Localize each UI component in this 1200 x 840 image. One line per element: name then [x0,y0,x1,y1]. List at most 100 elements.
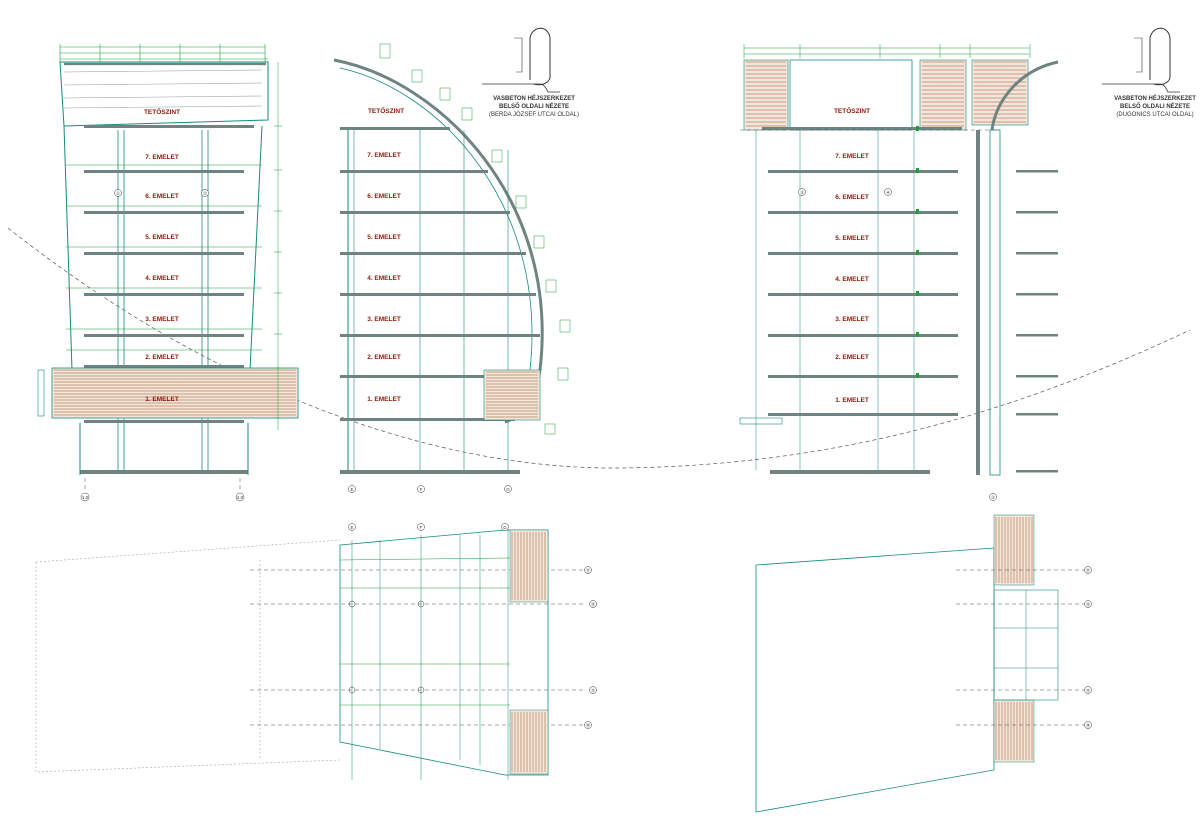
grid-bubble-label: F [420,487,423,492]
grid-bubble [348,485,356,493]
key-diagram-left: VASBETON HÉJSZERKEZET BELSŐ OLDALI NÉZET… [482,27,579,118]
grid-bubble [584,566,592,574]
grid-bubble-label: ⑪ [586,567,591,574]
key-shell-profile [529,27,551,86]
grid-bubble [1084,600,1092,608]
plan-right-axis-lines [956,569,1085,726]
key-title-line1: VASBETON HÉJSZERKEZET [493,94,575,102]
grid-bubble-label: ⑭ [586,722,591,729]
floor-slabs [80,170,248,474]
grid-bubble-label: E [350,487,353,492]
grid-bubble-label: ⑫ [591,601,596,608]
roof-box [789,59,913,131]
grid-bubble [884,188,892,196]
first-floor-hatch-middle [486,371,538,418]
floor-label-1: 1. EMELET [145,396,179,403]
floor-label-2: 2. EMELET [835,354,869,361]
elevation-right: TETŐSZINT 7. EMELET 6. EMELET 5. EMELET … [739,44,1059,501]
plan-right-hatch-lines [995,517,1033,760]
grid-bubble-label: F [420,525,423,530]
grid-bubble [589,686,597,694]
vertical-core [989,129,1001,476]
core-floor-ticks [1016,170,1058,473]
grid-bubble [589,600,597,608]
grid-bubble [235,492,245,502]
roof-hatch-lines [746,61,1026,127]
grid-bubble [348,523,356,531]
floor-label-5: 5. EMELET [835,235,869,242]
level-lines [66,164,262,351]
grid-bubble-label: ③ [800,190,805,195]
key-title-line2: BELSŐ OLDALI NÉZETE [499,102,569,110]
floor-label-roof: TETŐSZINT [368,106,404,115]
grid-bubble [80,492,90,502]
roof-shell-outline [59,61,269,127]
grid-bubble [1084,566,1092,574]
grid-bubble [504,485,512,493]
floor-label-6: 6. EMELET [835,194,869,201]
key-title-line3: (BERDA JÓZSEF UTCAI OLDAL) [489,111,579,118]
plan-grid-lines [351,530,509,780]
grid-bubble-label: ⑬ [591,687,596,694]
grid-bubble-label: 2,0 [237,495,244,500]
floor-label-7: 7. EMELET [367,152,401,159]
floor-label-6: 6. EMELET [367,193,401,200]
grid-bubble [1084,686,1092,694]
section-cut-line [7,227,1191,469]
grid-bubble [1084,721,1092,729]
floor-label-7: 7. EMELET [145,154,179,161]
grid-bubble-label: ⑬ [1086,687,1091,694]
plan-middle: E F G ⑪ ⑫ ⑬ ⑭ [35,523,597,780]
floor-label-1: 1. EMELET [835,397,869,404]
key-shell-profile [1149,27,1171,86]
grid-bubble [501,523,509,531]
grid-bubble [417,523,425,531]
floor-label-3: 3. EMELET [367,316,401,323]
roof-hatch-mid [919,59,967,131]
grid-bubble-label: G [506,487,510,492]
floor-label-5: 5. EMELET [367,234,401,241]
floor-label-roof: TETŐSZINT [834,106,870,115]
first-floor-cladding-band [51,367,299,419]
curved-shell-inner [339,67,533,419]
elevation-middle: TETŐSZINT 7. EMELET 6. EMELET 5. EMELET … [333,43,571,493]
floor-label-7: 7. EMELET [835,153,869,160]
plan-level-lines [339,557,511,706]
plan-hatch-lines [511,532,546,772]
grid-bubble-label: ③ [991,495,996,500]
floor-label-4: 4. EMELET [835,276,869,283]
floor-slabs-middle [340,127,540,474]
grid-bubble [201,189,209,197]
grid-bubble-label: ④ [886,190,891,195]
plan-right-outline [755,547,995,813]
plan-right: ⑪ ⑫ ⑬ ⑭ [755,514,1092,813]
roof-slab [84,125,254,128]
grid-bubble [114,189,122,197]
grid-bubble-label: G [503,525,507,530]
grid-bubble [584,721,592,729]
elevation-left: TETŐSZINT 7. EMELET 6. EMELET 5. EMELET … [37,44,299,502]
floor-label-2: 2. EMELET [367,354,401,361]
key-title-line2: BELSŐ OLDALI NÉZETE [1120,102,1190,110]
key-title-line3: (DUGONICS UTCAI OLDAL) [1116,112,1193,118]
floor-label-1: 1. EMELET [367,396,401,403]
key-title-line1: VASBETON HÉJSZERKEZET [1114,94,1196,102]
grid-bubble-label: ⑭ [1086,722,1091,729]
grid-bubble-label: E [350,525,353,530]
roof-hatch-left [743,59,789,131]
grid-bubble [989,493,997,501]
grid-bubble-label: 1,0 [82,495,89,500]
first-floor-hatch [54,369,296,416]
annotation-leaders [379,43,571,435]
floor-label-6: 6. EMELET [145,193,179,200]
floor-label-2: 2. EMELET [145,354,179,361]
plan-hatch-bottom [509,709,549,775]
grid-bubble [417,485,425,493]
level-markers [916,126,919,378]
grid-bubble-label: ⑪ [1086,567,1091,574]
floor-slabs-right [768,170,958,474]
elevation-left-frame [63,125,263,371]
floor-label-4: 4. EMELET [367,275,401,282]
floor-label-5: 5. EMELET [145,234,179,241]
